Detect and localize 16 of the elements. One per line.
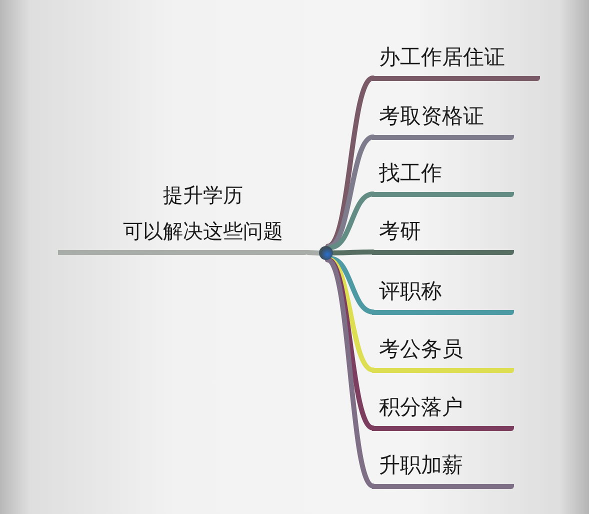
branch-label: 考公务员 [379,336,463,363]
hub-dot [319,246,333,260]
branch-line [324,257,376,488]
branch-label: 评职称 [379,278,442,305]
branch-line [306,250,322,256]
branch-label: 积分落户 [379,394,463,421]
mind-map-topic: 可以解决这些问题 [123,218,283,245]
mind-map-topic: 提升学历 [163,182,243,209]
branch-line [325,76,376,249]
branch-label: 考研 [379,218,421,245]
branch-label: 办工作居住证 [379,44,505,71]
branch-line [330,250,376,256]
branch-line [326,134,376,249]
branch-label: 找工作 [379,160,442,187]
branch-label: 升职加薪 [379,452,463,479]
branch-label: 考取资格证 [379,103,484,130]
